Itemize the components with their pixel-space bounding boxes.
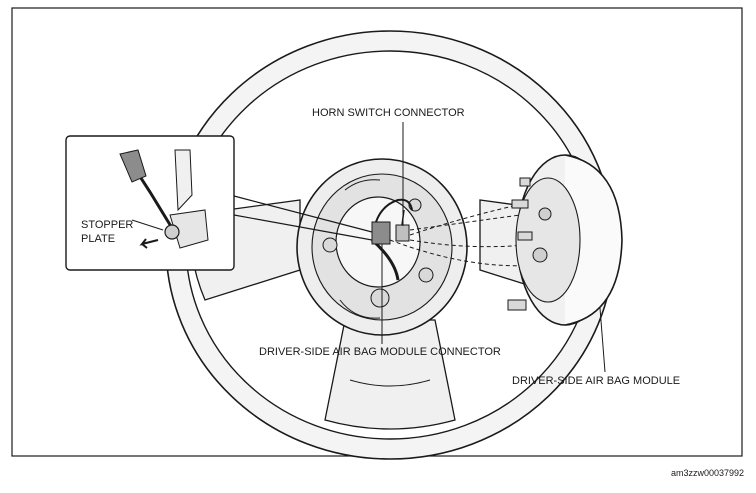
stopper-plate-detail-inset xyxy=(65,135,373,271)
stopper-plate-label-line1: STOPPER xyxy=(81,219,133,231)
figure-id: am3zzw00037992 xyxy=(671,468,744,478)
horn-switch-connector-part xyxy=(395,224,410,242)
driver-side-air-bag-module-connector-label: DRIVER-SIDE AIR BAG MODULE CONNECTOR xyxy=(259,346,501,358)
leader-lines xyxy=(131,122,606,373)
stopper-plate-label-line2: PLATE xyxy=(81,233,115,245)
stopper-plate xyxy=(164,224,180,240)
horn-switch-connector-label: HORN SWITCH CONNECTOR xyxy=(312,107,465,119)
direction-arrow-icon xyxy=(139,238,159,249)
driver-side-air-bag-module-connector-part xyxy=(371,221,391,245)
hub-connectors xyxy=(371,198,413,245)
driver-side-air-bag-module-label: DRIVER-SIDE AIR BAG MODULE xyxy=(512,375,680,387)
driver-side-air-bag-module xyxy=(507,154,623,326)
